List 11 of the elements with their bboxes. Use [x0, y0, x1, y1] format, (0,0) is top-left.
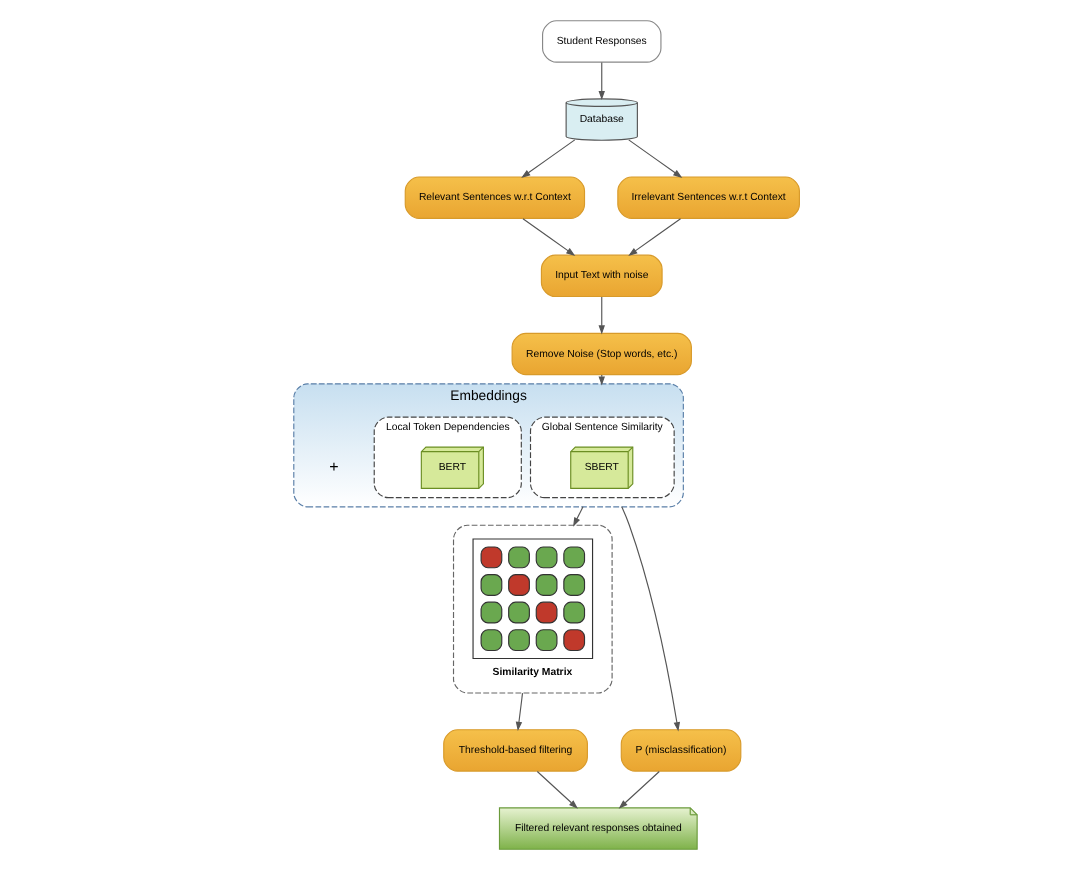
arrow [535, 770, 577, 809]
arrow [627, 218, 681, 256]
arrow [627, 139, 682, 178]
arrow [617, 770, 659, 809]
arrow [572, 506, 583, 527]
arrow [514, 692, 523, 732]
arrow [521, 218, 575, 256]
arrow [520, 139, 575, 178]
arrow [620, 506, 680, 732]
arrow [597, 61, 604, 101]
arrow [597, 296, 604, 335]
